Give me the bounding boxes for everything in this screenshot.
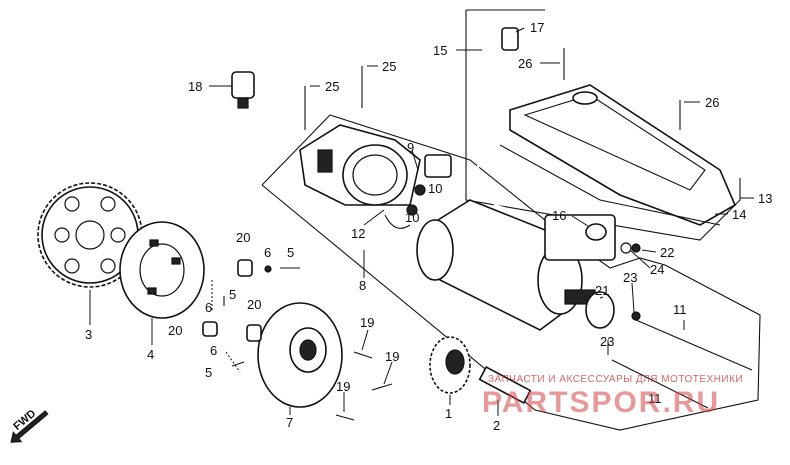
callout-4: 4 (147, 347, 154, 362)
callout-8: 8 (359, 278, 366, 293)
callout-2: 2 (493, 418, 500, 433)
callout-9: 9 (407, 140, 414, 155)
callout-26b: 26 (705, 95, 719, 110)
watermark-site: PARTSPOR.RU (482, 386, 720, 419)
cover-assembly-frame (465, 10, 741, 241)
callout-19b: 19 (385, 349, 399, 364)
spring-6b (225, 351, 241, 373)
callout-19a: 19 (360, 315, 374, 330)
roller-20c (202, 321, 218, 337)
clutch-outer (257, 302, 343, 408)
callout-15: 15 (433, 43, 447, 58)
starter-housing (299, 124, 421, 206)
callout-19c: 19 (336, 379, 350, 394)
callout-26a: 26 (518, 56, 532, 71)
bolt-19a (353, 351, 373, 359)
starter-assembly-frame (261, 114, 761, 431)
callout-10a: 10 (428, 181, 442, 196)
strap-inner (476, 18, 541, 221)
callout-6c: 6 (210, 343, 217, 358)
washer-24 (620, 242, 632, 254)
callout-17: 17 (530, 20, 544, 35)
bolt-19c (335, 414, 355, 421)
o-ring (585, 291, 615, 329)
callout-25b: 25 (382, 59, 396, 74)
spring-6c (264, 265, 272, 273)
battery-cover (499, 84, 737, 226)
callout-23b: 23 (600, 334, 614, 349)
callout-11b: 11 (648, 391, 662, 406)
fwd-arrow-icon: FWD (10, 408, 49, 443)
callout-10b: 10 (405, 210, 419, 225)
callout-23a: 23 (623, 270, 637, 285)
callout-1: 1 (445, 406, 452, 421)
watermark-tagline: ЗАПЧАСТИ И АКСЕССУАРЫ ДЛЯ МОТОТЕХНИКИ (488, 374, 743, 385)
idle-gear (429, 336, 471, 394)
long-bolt-11b (611, 359, 709, 409)
roller-20a (237, 259, 253, 277)
clip (501, 27, 519, 51)
callout-21: 21 (595, 283, 609, 298)
brush-holder (384, 154, 452, 229)
callout-6b: 6 (205, 300, 212, 315)
leader-lines (89, 27, 754, 416)
callout-5b: 5 (229, 287, 236, 302)
callout-16: 16 (552, 208, 566, 223)
roller-20b (246, 324, 262, 342)
callout-25a: 25 (325, 79, 339, 94)
pressure-switch (231, 71, 255, 109)
callout-7: 7 (286, 415, 293, 430)
nut-22 (631, 243, 641, 253)
callout-24: 24 (650, 262, 664, 277)
plunger-5c (231, 361, 245, 367)
callout-20a: 20 (236, 230, 250, 245)
idle-gear-shaft (478, 366, 532, 404)
bolt-19b (371, 383, 393, 391)
grommet (585, 223, 607, 241)
long-bolt-11a (635, 319, 753, 371)
callout-14: 14 (732, 207, 746, 222)
callout-20c: 20 (168, 323, 182, 338)
callout-12: 12 (351, 226, 365, 241)
callout-13: 13 (758, 191, 772, 206)
callout-3: 3 (85, 327, 92, 342)
callout-11a: 11 (673, 302, 687, 317)
callout-5a: 5 (287, 245, 294, 260)
callout-5c: 5 (205, 365, 212, 380)
callout-22: 22 (660, 245, 674, 260)
nut-23 (631, 311, 641, 321)
starter-motor (416, 199, 616, 331)
clutch-plate (119, 221, 205, 319)
callout-20b: 20 (247, 297, 261, 312)
callout-18: 18 (188, 79, 202, 94)
callout-6a: 6 (264, 245, 271, 260)
